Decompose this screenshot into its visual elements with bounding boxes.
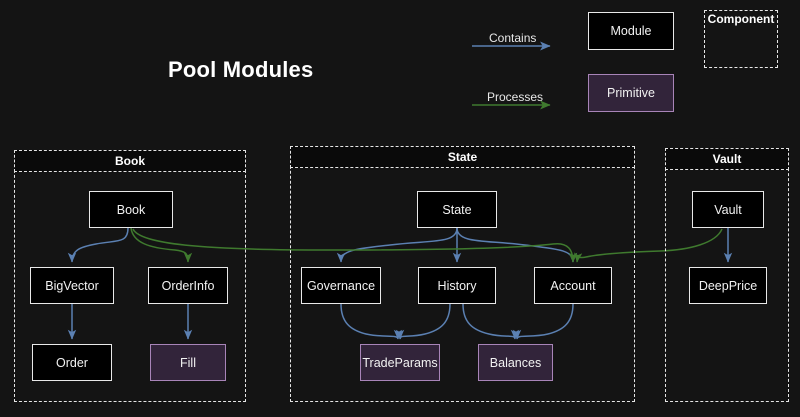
node-order[interactable]: Order [32, 344, 112, 381]
node-balances[interactable]: Balances [478, 344, 553, 381]
node-book[interactable]: Book [89, 191, 173, 228]
node-deepprice[interactable]: DeepPrice [689, 267, 767, 304]
legend-contains-label: Contains [489, 31, 537, 45]
node-account[interactable]: Account [534, 267, 612, 304]
legend-component-box [704, 10, 778, 68]
legend-primitive-box: Primitive [588, 74, 674, 112]
node-bigvector[interactable]: BigVector [30, 267, 114, 304]
legend-component-label: Component [707, 12, 775, 26]
group-state-header: State [290, 146, 635, 168]
node-tradeparams[interactable]: TradeParams [360, 344, 440, 381]
legend-processes-label: Processes [487, 90, 544, 104]
group-vault-header: Vault [665, 148, 789, 170]
legend-module-box: Module [588, 12, 674, 50]
page-title: Pool Modules [168, 57, 314, 82]
group-book-header: Book [14, 150, 246, 172]
node-governance[interactable]: Governance [301, 267, 381, 304]
node-fill[interactable]: Fill [150, 344, 226, 381]
node-orderinfo[interactable]: OrderInfo [148, 267, 228, 304]
node-vault[interactable]: Vault [692, 191, 764, 228]
node-state[interactable]: State [417, 191, 497, 228]
node-history[interactable]: History [418, 267, 496, 304]
